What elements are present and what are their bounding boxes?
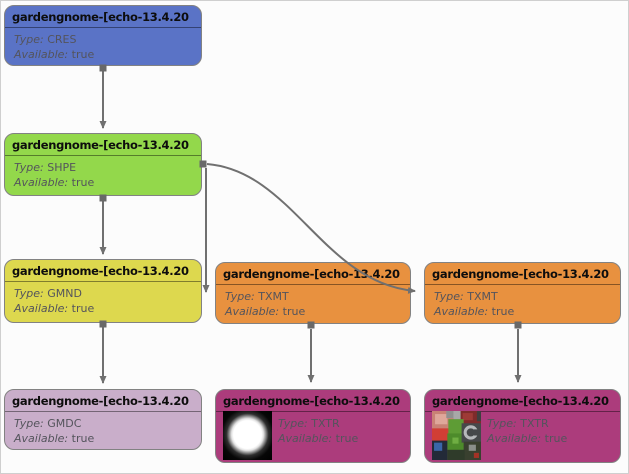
available-value: true <box>335 432 359 445</box>
node-txmt-right[interactable]: gardengnome-[echo-13.4.20 Type: TXMT Ava… <box>424 262 621 324</box>
type-value: GMDC <box>47 417 82 430</box>
available-label: Available: <box>14 48 69 61</box>
type-label: Type: <box>14 161 44 174</box>
available-label: Available: <box>225 305 280 318</box>
node-body: Type: GMDC Available: true <box>5 412 201 446</box>
node-body: Type: TXTR Available: true <box>478 412 620 446</box>
available-value: true <box>71 176 95 189</box>
type-label: Type: <box>14 33 44 46</box>
node-txmt-middle[interactable]: gardengnome-[echo-13.4.20 Type: TXMT Ava… <box>215 262 411 324</box>
node-title: gardengnome-[echo-13.4.20 <box>216 390 410 412</box>
type-value: SHPE <box>47 161 77 174</box>
available-label: Available: <box>14 176 69 189</box>
available-label: Available: <box>487 432 542 445</box>
node-title: gardengnome-[echo-13.4.20 <box>425 263 620 285</box>
node-body: Type: TXMT Available: true <box>216 285 410 319</box>
node-title: gardengnome-[echo-13.4.20 <box>425 390 620 412</box>
type-label: Type: <box>434 290 464 303</box>
node-txtr-middle[interactable]: gardengnome-[echo-13.4.20 Type: TXTR Ava… <box>215 389 411 463</box>
type-value: CRES <box>47 33 77 46</box>
node-cres[interactable]: gardengnome-[echo-13.4.20 Type: CRES Ava… <box>4 5 202 66</box>
node-txtr-right[interactable]: gardengnome-[echo-13.4.20 Type: <box>424 389 621 463</box>
node-title: gardengnome-[echo-13.4.20 <box>5 134 201 156</box>
available-value: true <box>491 305 515 318</box>
type-label: Type: <box>14 417 44 430</box>
type-label: Type: <box>14 287 44 300</box>
available-value: true <box>282 305 306 318</box>
node-gmdc[interactable]: gardengnome-[echo-13.4.20 Type: GMDC Ava… <box>4 389 202 450</box>
available-value: true <box>544 432 568 445</box>
node-body: Type: SHPE Available: true <box>5 156 201 190</box>
type-label: Type: <box>278 417 308 430</box>
available-label: Available: <box>278 432 333 445</box>
type-label: Type: <box>487 417 517 430</box>
available-label: Available: <box>14 302 69 315</box>
type-value: TXMT <box>467 290 498 303</box>
type-label: Type: <box>225 290 255 303</box>
node-title: gardengnome-[echo-13.4.20 <box>5 6 201 28</box>
node-gmnd[interactable]: gardengnome-[echo-13.4.20 Type: GMND Ava… <box>4 259 202 323</box>
available-value: true <box>71 302 95 315</box>
glow-sphere-thumbnail <box>223 411 272 460</box>
node-body: Type: TXMT Available: true <box>425 285 620 319</box>
node-body: Type: GMND Available: true <box>5 282 201 316</box>
available-label: Available: <box>14 432 69 445</box>
gnome-texture-thumbnail <box>432 411 481 460</box>
type-value: TXTR <box>520 417 549 430</box>
node-shpe[interactable]: gardengnome-[echo-13.4.20 Type: SHPE Ava… <box>4 133 202 196</box>
type-value: TXMT <box>258 290 289 303</box>
node-title: gardengnome-[echo-13.4.20 <box>5 390 201 412</box>
available-value: true <box>71 48 95 61</box>
type-value: GMND <box>47 287 82 300</box>
node-body: Type: TXTR Available: true <box>269 412 410 446</box>
node-body: Type: CRES Available: true <box>5 28 201 62</box>
node-title: gardengnome-[echo-13.4.20 <box>216 263 410 285</box>
available-value: true <box>71 432 95 445</box>
type-value: TXTR <box>311 417 340 430</box>
node-title: gardengnome-[echo-13.4.20 <box>5 260 201 282</box>
available-label: Available: <box>434 305 489 318</box>
